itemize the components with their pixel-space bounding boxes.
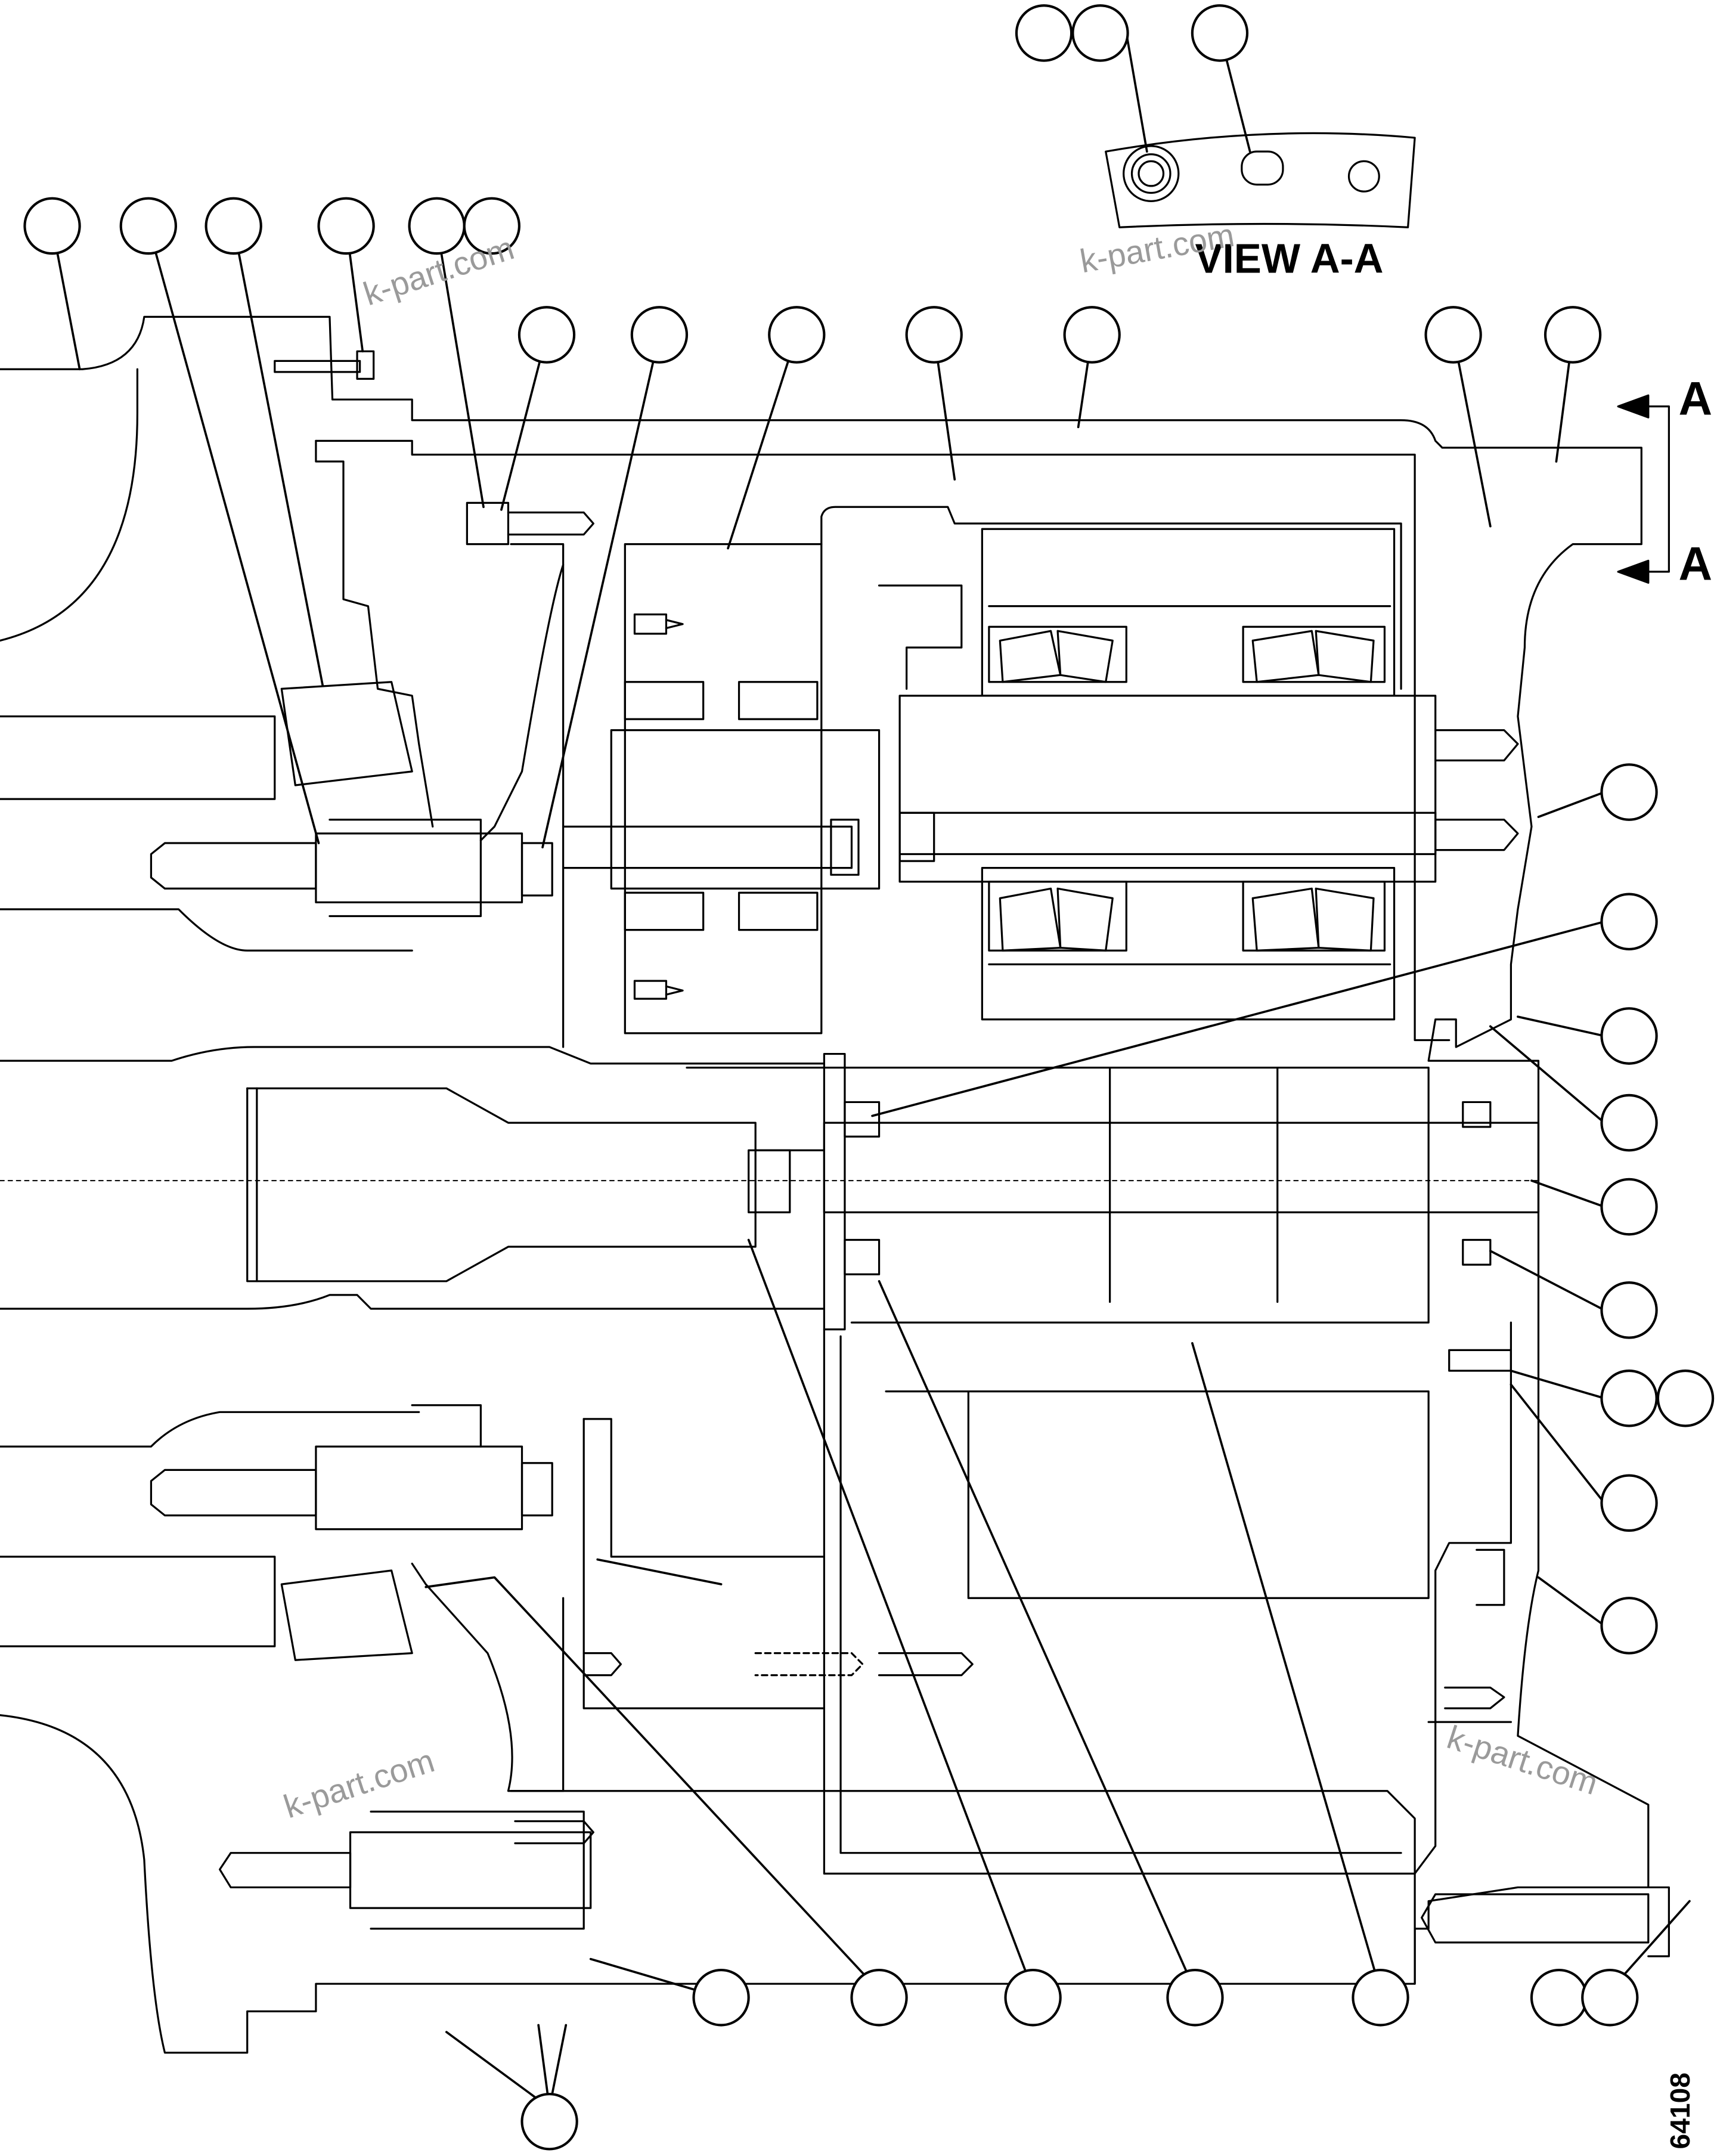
callout-circle — [1004, 1968, 1062, 2027]
callout-circle — [23, 197, 81, 255]
callout-circle — [1600, 763, 1658, 821]
callout-circle — [1600, 1474, 1658, 1532]
carrier-shaft — [562, 613, 1519, 1000]
callout-circle — [1600, 1281, 1658, 1339]
callout-circle — [850, 1968, 908, 2027]
section-arrow — [1617, 394, 1670, 584]
callout-circle — [1544, 306, 1602, 364]
callout-circle — [1600, 1094, 1658, 1152]
housing — [0, 315, 1650, 2054]
callout-circle — [204, 197, 262, 255]
upper-pinion-bolt — [150, 350, 594, 918]
callout-circle — [1166, 1968, 1224, 2027]
callout-circle — [517, 306, 576, 364]
callout-circle — [1015, 4, 1073, 62]
callout-circle — [768, 306, 826, 364]
callout-circle — [1424, 306, 1482, 364]
callout-circle — [1063, 306, 1121, 364]
callout-circle — [1352, 1968, 1409, 2027]
view-title: VIEW A-A — [1195, 235, 1383, 281]
callout-circle — [463, 197, 520, 255]
watermark: k-part.com — [1443, 1718, 1602, 1802]
callout-circle — [119, 197, 177, 255]
lower-housing — [510, 1321, 1670, 1985]
callout-circle — [692, 1968, 750, 2027]
upper-bearing-assembly — [981, 528, 1396, 1021]
callout-circle — [1191, 4, 1249, 62]
callout-circle — [630, 306, 689, 364]
callout-bubbles — [23, 4, 1715, 2151]
section-letter-top: A — [1678, 372, 1712, 425]
callout-circle — [1071, 4, 1129, 62]
callout-circle — [1600, 1369, 1658, 1427]
callout-circle — [1600, 893, 1658, 951]
callout-circle — [1600, 1007, 1658, 1065]
callout-circle — [1600, 1597, 1658, 1655]
view-a-a-detail — [1105, 132, 1416, 228]
lower-pinion-bolt — [150, 1404, 592, 1930]
callout-circle — [520, 2092, 578, 2151]
section-letter-bottom: A — [1678, 538, 1712, 590]
callout-circle — [317, 197, 375, 255]
callout-circle — [905, 306, 963, 364]
callout-circle — [1656, 1369, 1715, 1427]
watermark: k-part.com — [279, 1742, 438, 1825]
output-shaft — [0, 1052, 1540, 1331]
callout-circle — [1600, 1178, 1658, 1236]
drawing-code: 64108 — [1665, 2073, 1696, 2149]
callout-circle — [1530, 1968, 1588, 2027]
callout-circle — [1581, 1968, 1639, 2027]
leader-lines — [51, 32, 1691, 2109]
